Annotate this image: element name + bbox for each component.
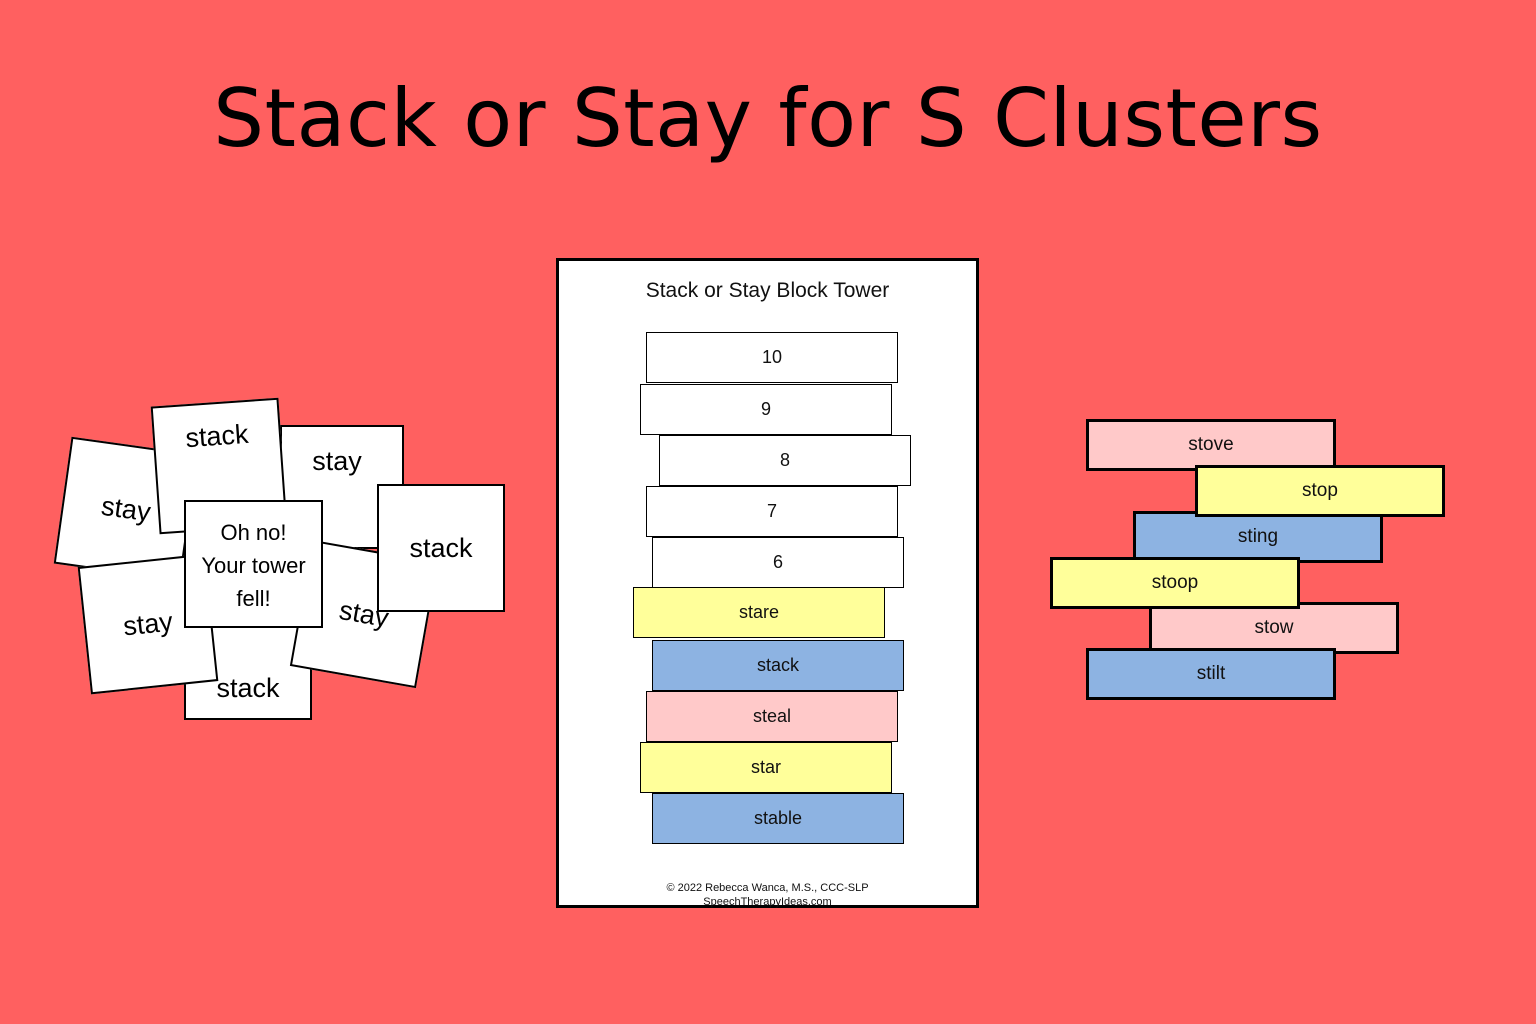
block-label: stove — [1188, 434, 1234, 455]
tower-block[interactable]: stable — [652, 793, 904, 844]
tower-block[interactable]: 10 — [646, 332, 898, 383]
sheet-title: Stack or Stay Block Tower — [645, 279, 890, 302]
tower-block[interactable]: 6 — [652, 537, 904, 588]
tower-block[interactable]: 7 — [646, 486, 898, 537]
block-label: 8 — [779, 450, 790, 470]
tower-block[interactable]: 8 — [659, 435, 911, 486]
card-label: stack — [409, 532, 473, 563]
loose-block[interactable]: stilt — [1086, 648, 1336, 700]
tower-block[interactable]: 9 — [640, 384, 892, 435]
card-stack[interactable]: stack — [377, 484, 505, 612]
card-label: stay — [121, 605, 175, 642]
card-label: stay — [312, 445, 362, 476]
block-label: stow — [1254, 617, 1294, 638]
block-label: 7 — [766, 501, 777, 521]
page-title: Stack or Stay for S Clusters — [213, 72, 1323, 165]
tower-block[interactable]: star — [640, 742, 892, 793]
tower-block[interactable]: stack — [652, 640, 904, 691]
loose-block[interactable]: stop — [1195, 465, 1445, 517]
site-text: SpeechTherapyIdeas.com — [703, 896, 832, 908]
loose-block[interactable]: stove — [1086, 419, 1336, 471]
block-tower-sheet: Stack or Stay Block Tower 10 9 8 7 6 sta… — [556, 258, 979, 908]
block-label: stoop — [1151, 572, 1199, 593]
card-label: stay — [99, 490, 153, 527]
copyright-text: © 2022 Rebecca Wanca, M.S., CCC-SLP — [666, 882, 869, 894]
loose-block[interactable]: stow — [1149, 602, 1399, 654]
card-label: stack — [216, 672, 280, 703]
block-label: stable — [753, 808, 803, 828]
block-label: stack — [756, 655, 799, 675]
sheet-footer: © 2022 Rebecca Wanca, M.S., CCC-SLP Spee… — [559, 881, 976, 909]
block-label: star — [750, 757, 781, 777]
block-label: 6 — [772, 552, 783, 572]
tower-block[interactable]: stare — [633, 587, 885, 638]
loose-block[interactable]: sting — [1133, 511, 1383, 563]
block-label: 10 — [761, 347, 783, 367]
block-label: stilt — [1196, 663, 1226, 684]
block-label: 9 — [760, 399, 771, 419]
card-label: Oh no! Your tower fell! — [201, 519, 306, 611]
card-tower-fell[interactable]: Oh no! Your tower fell! — [184, 500, 323, 628]
block-label: steal — [752, 706, 792, 726]
loose-block[interactable]: stoop — [1050, 557, 1300, 609]
block-label: sting — [1237, 526, 1279, 547]
block-label: stare — [738, 602, 780, 622]
tower-block[interactable]: steal — [646, 691, 898, 742]
block-label: stop — [1302, 480, 1338, 501]
card-label: stack — [184, 418, 250, 453]
